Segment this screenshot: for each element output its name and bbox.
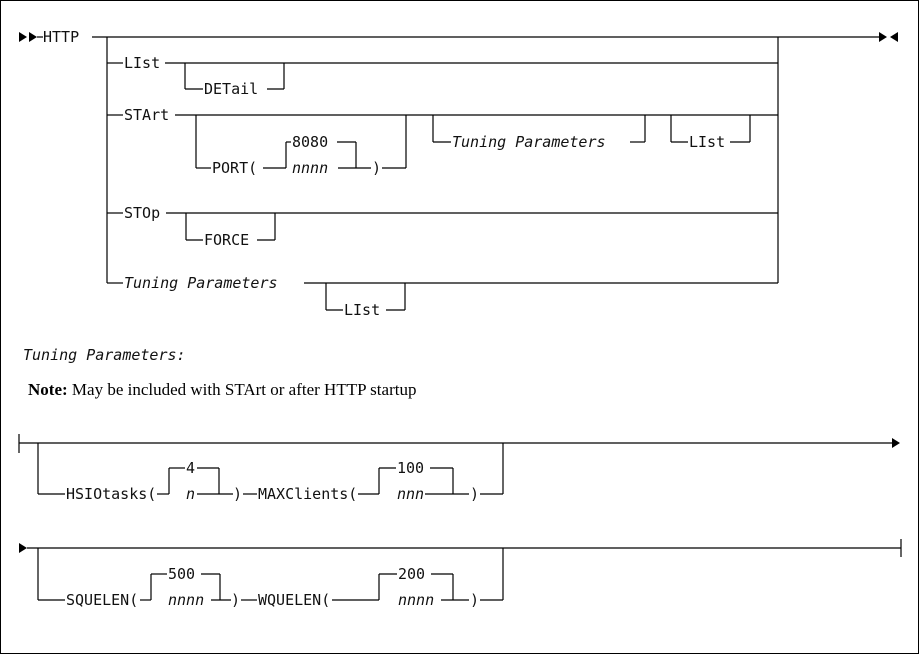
maxc-close: ) xyxy=(470,485,479,503)
maxc-variable: nnn xyxy=(397,485,424,503)
wque-keyword: WQUELEN( xyxy=(258,591,330,609)
start-arrow-icon xyxy=(19,32,27,42)
option-tuning: Tuning Parameters xyxy=(124,274,278,292)
maxc-keyword: MAXClients( xyxy=(258,485,357,503)
tuning-ref: Tuning Parameters xyxy=(452,133,606,151)
maxc-default: 100 xyxy=(397,459,424,477)
hsio-keyword: HSIOtasks( xyxy=(66,485,156,503)
end-arrow-icon xyxy=(879,32,887,42)
tuning-list: LIst xyxy=(344,301,380,319)
hsio-default: 4 xyxy=(186,459,195,477)
continue-in-arrow-icon xyxy=(19,543,27,553)
sque-variable: nnnn xyxy=(168,591,204,609)
continue-arrow-icon xyxy=(892,438,900,448)
wque-variable: nnnn xyxy=(398,591,434,609)
main-syntax: HTTP LIst DETail STArt PORT( 8080 nnnn xyxy=(19,28,898,319)
sque-default: 500 xyxy=(168,565,195,583)
option-list: LIst xyxy=(124,54,160,72)
note-text: May be included with STArt or after HTTP… xyxy=(68,380,417,399)
wque-default: 200 xyxy=(398,565,425,583)
command-http: HTTP xyxy=(43,28,79,46)
port-default: 8080 xyxy=(292,133,328,151)
port-variable: nnnn xyxy=(292,159,328,177)
note: Note: May be included with STArt or afte… xyxy=(28,380,416,399)
option-detail: DETail xyxy=(204,80,258,98)
port-close: ) xyxy=(372,159,381,177)
hsio-close: ) xyxy=(233,485,242,503)
fragment-line-2: SQUELEN( 500 nnnn ) WQUELEN( 200 nnnn ) xyxy=(19,539,902,609)
option-force: FORCE xyxy=(204,231,249,249)
port-keyword: PORT( xyxy=(212,159,257,177)
start-arrow-icon-2 xyxy=(29,32,37,42)
fragment-line-1: HSIOtasks( 4 n ) MAXClients( 100 nnn ) xyxy=(18,434,900,503)
wque-close: ) xyxy=(470,591,479,609)
start-list: LIst xyxy=(689,133,725,151)
option-stop: STOp xyxy=(124,204,160,222)
end-arrow-icon-2 xyxy=(890,32,898,42)
sque-close: ) xyxy=(231,591,240,609)
fragment-heading: Tuning Parameters: xyxy=(23,346,186,364)
hsio-variable: n xyxy=(186,485,195,503)
option-start: STArt xyxy=(124,106,169,124)
note-label: Note: xyxy=(28,380,68,399)
sque-keyword: SQUELEN( xyxy=(66,591,138,609)
